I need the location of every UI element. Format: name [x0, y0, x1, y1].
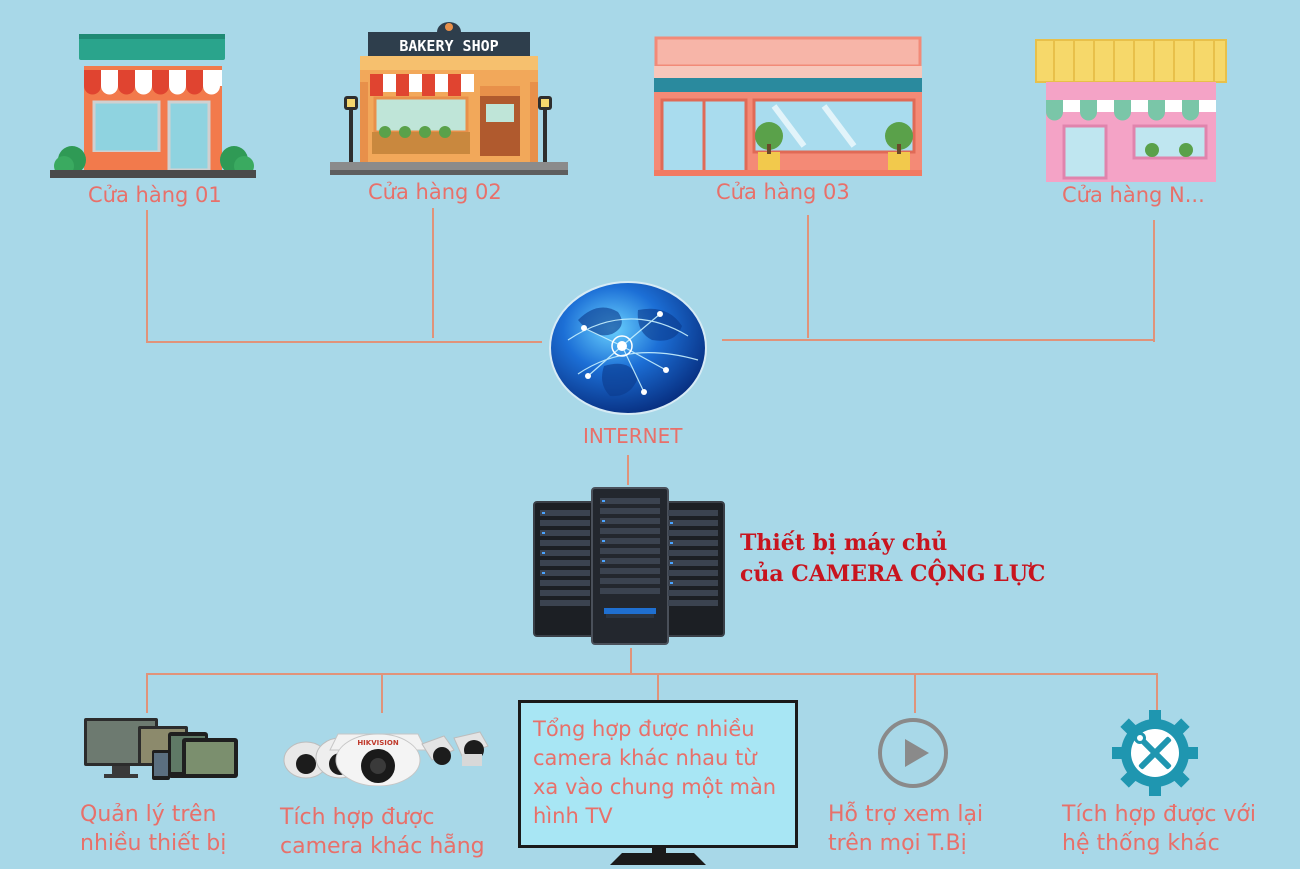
feature-5-line-1: Tích hợp được với — [1062, 802, 1256, 827]
gear-tools-icon — [1110, 708, 1200, 798]
feature-2-label: Tích hợp được camera khác hẵng — [280, 803, 485, 861]
bakery-sign-text: BAKERY SHOP — [399, 37, 498, 55]
tv-screen: Tổng hợp được nhiều camera khác nhau từ … — [518, 700, 798, 848]
tv-stand — [600, 845, 716, 865]
connector-feature-1 — [146, 673, 148, 713]
feature-4-label: Hỗ trợ xem lại trên mọi T.Bị — [828, 800, 983, 858]
server-caption-line-2: của CAMERA CỘNG LỰC — [740, 561, 1046, 587]
feature-2-line-1: Tích hợp được — [280, 805, 435, 830]
connector-server-bus — [630, 648, 632, 674]
camera-brand-text: HIKVISION — [357, 739, 399, 747]
feature-4-line-2: trên mọi T.Bị — [828, 831, 967, 856]
feature-3-text: Tổng hợp được nhiều camera khác nhau từ … — [533, 717, 777, 828]
store-n-illustration — [1034, 38, 1228, 182]
store-01-illustration — [50, 32, 256, 178]
connector-store-n — [1153, 220, 1155, 342]
store-02-label: Cửa hàng 02 — [368, 180, 502, 204]
feature-1-label: Quản lý trên nhiều thiết bị — [80, 800, 226, 858]
feature-1-line-1: Quản lý trên — [80, 802, 217, 827]
internet-globe-icon — [548, 280, 708, 416]
server-rack-icon — [532, 486, 726, 646]
cameras-icon: HIKVISION — [282, 714, 492, 787]
connector-store-02 — [432, 208, 434, 338]
feature-1-line-2: nhiều thiết bị — [80, 831, 227, 856]
store-03-label: Cửa hàng 03 — [716, 180, 850, 204]
server-caption: Thiết bị máy chủ của CAMERA CỘNG LỰC — [740, 528, 1045, 590]
feature-5-label: Tích hợp được với hệ thống khác — [1062, 800, 1256, 858]
feature-2-line-2: camera khác hẵng — [280, 834, 485, 859]
connector-feature-4 — [914, 673, 916, 713]
connector-bus-left — [146, 341, 542, 343]
internet-label: INTERNET — [583, 424, 683, 448]
play-icon — [876, 716, 950, 790]
connector-feature-3 — [657, 673, 659, 701]
store-03-illustration — [654, 36, 922, 176]
connector-store-01 — [146, 210, 148, 343]
connector-internet-server — [627, 455, 629, 485]
feature-5-line-2: hệ thống khác — [1062, 831, 1220, 856]
connector-store-03 — [807, 215, 809, 338]
connector-feature-5 — [1156, 673, 1158, 713]
store-02-illustration: BAKERY SHOP — [330, 14, 568, 176]
connector-bus-right — [722, 339, 1155, 341]
feature-4-line-1: Hỗ trợ xem lại — [828, 802, 984, 827]
connector-feature-2 — [381, 673, 383, 713]
server-caption-line-1: Thiết bị máy chủ — [740, 530, 948, 556]
store-01-label: Cửa hàng 01 — [88, 183, 222, 207]
connector-feature-bus — [146, 673, 1158, 675]
multi-device-icon — [82, 716, 242, 782]
store-n-label: Cửa hàng N... — [1062, 183, 1205, 207]
